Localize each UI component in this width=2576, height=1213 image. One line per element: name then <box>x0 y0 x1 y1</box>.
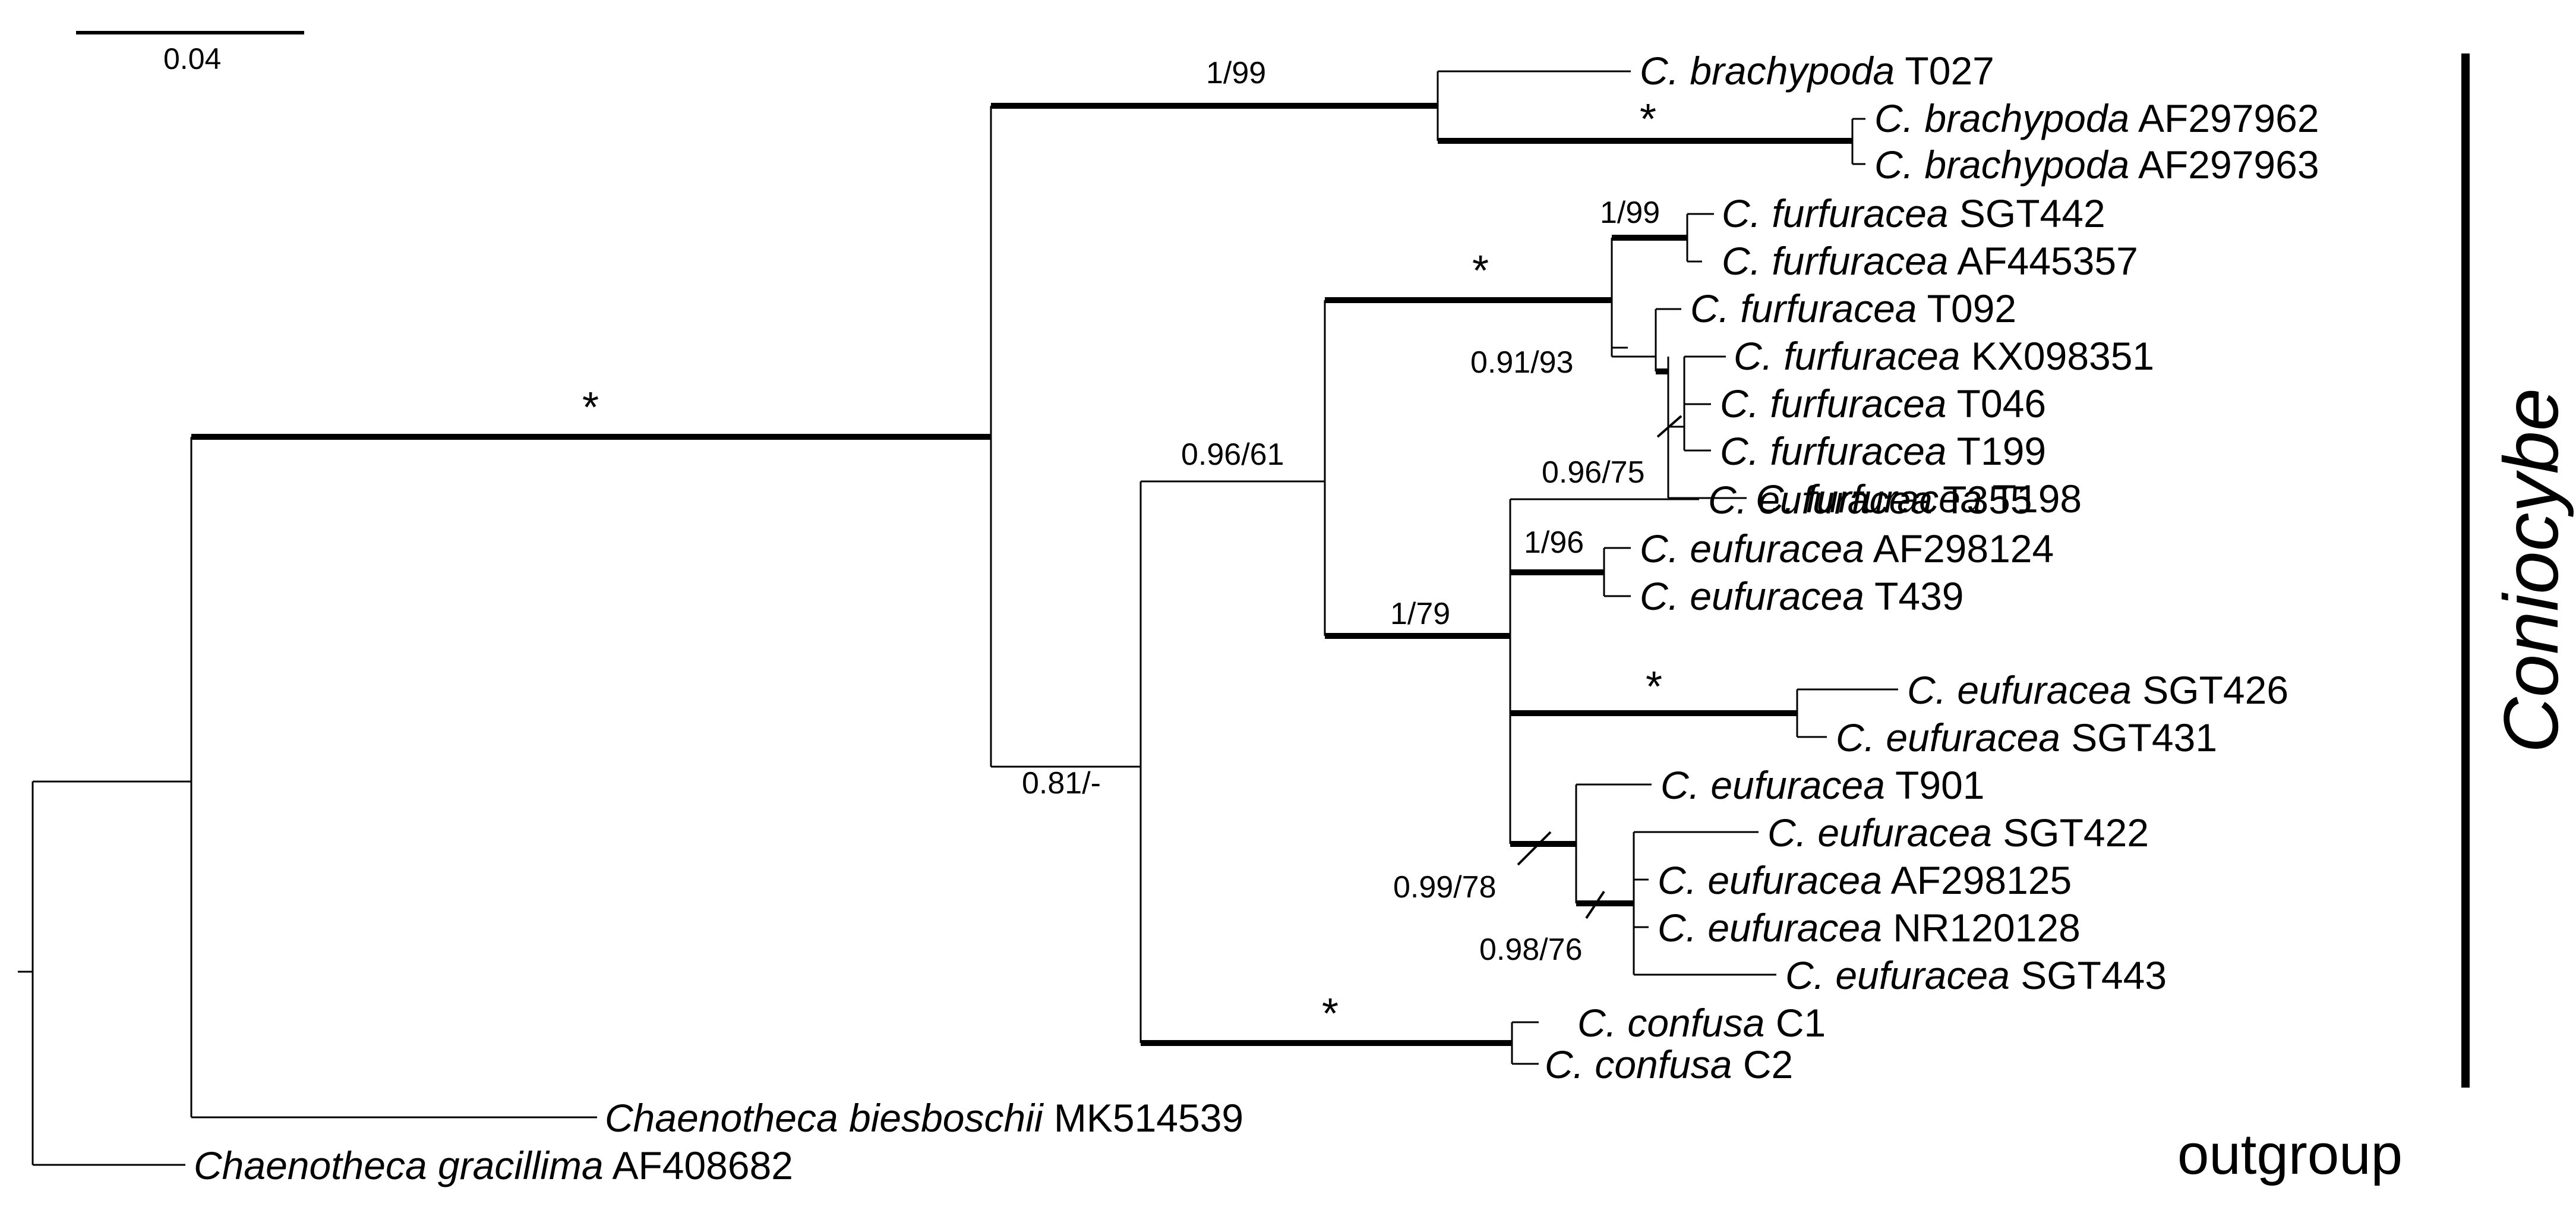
support-star: * <box>1646 663 1662 711</box>
taxon-label: C. eufuracea SGT431 <box>1836 716 2217 760</box>
scale-bar-label: 0.04 <box>163 42 221 75</box>
taxon-label: C. eufuracea NR120128 <box>1658 906 2081 950</box>
taxon-label: C. eufuracea T355 <box>1708 478 2032 522</box>
taxon-label: C. furfuracea T046 <box>1720 382 2046 426</box>
support-value: 0.98/76 <box>1479 932 1583 967</box>
support-value: 1/79 <box>1390 597 1450 631</box>
support-value: 0.96/75 <box>1542 455 1645 490</box>
support-value: 0.99/78 <box>1393 870 1497 905</box>
taxon-label: C. confusa C1 <box>1577 1001 1826 1045</box>
taxon-label: C. eufuracea T439 <box>1640 574 1964 618</box>
support-star: * <box>1640 96 1656 143</box>
taxon-label: C. brachypoda AF297963 <box>1874 143 2319 187</box>
taxon-label: C. furfuracea SGT442 <box>1722 191 2105 235</box>
support-value: 1/96 <box>1524 525 1584 560</box>
tree-branches <box>18 70 1898 1166</box>
support-star: * <box>582 384 599 431</box>
support-values: 1/99 * 1/99 * 0.91/93 0.96/75 * 0.96/61 … <box>582 56 1662 1038</box>
taxon-label: Chaenotheca gracillima AF408682 <box>194 1143 793 1187</box>
support-value: 1/99 <box>1206 56 1266 90</box>
taxon-label: C. furfuracea T092 <box>1690 286 2016 330</box>
support-value: 0.91/93 <box>1470 345 1574 380</box>
taxon-label: C. brachypoda AF297962 <box>1874 96 2319 140</box>
taxon-label: C. furfuracea T198 <box>1756 477 2082 521</box>
taxon-label: C. eufuracea T901 <box>1660 763 1985 807</box>
taxon-label: C. eufuracea SGT426 <box>1907 668 2288 712</box>
taxon-labels: C. brachypoda T027 C. brachypoda AF29796… <box>194 49 2319 1187</box>
support-star: * <box>1322 990 1338 1038</box>
taxon-label: C. eufuracea SGT422 <box>1767 811 2149 855</box>
taxon-label: C. furfuracea AF445357 <box>1722 239 2138 283</box>
taxon-label: C. eufuracea SGT443 <box>1785 953 2167 997</box>
taxon-label: C. brachypoda T027 <box>1640 49 1994 93</box>
clade-label-coniocybe: Coniocybe <box>2487 388 2574 753</box>
taxon-label: C. eufuracea AF298124 <box>1640 527 2054 571</box>
taxon-label: C. confusa C2 <box>1545 1042 1793 1086</box>
support-value: 1/99 <box>1600 196 1660 230</box>
outgroup-label: outgroup <box>2177 1123 2403 1186</box>
clade-bracket: Coniocybe <box>2461 53 2574 1088</box>
scale-bar: 0.04 <box>76 31 304 75</box>
taxon-label: C. furfuracea T199 <box>1720 429 2046 473</box>
taxon-label: C. eufuracea AF298125 <box>1658 858 2072 902</box>
support-value: 0.96/61 <box>1181 437 1284 472</box>
support-star: * <box>1472 247 1489 295</box>
taxon-label: C. furfuracea KX098351 <box>1734 334 2154 378</box>
taxon-label: Chaenotheca biesboschii MK514539 <box>605 1096 1243 1140</box>
support-value: 0.81/- <box>1022 766 1101 801</box>
